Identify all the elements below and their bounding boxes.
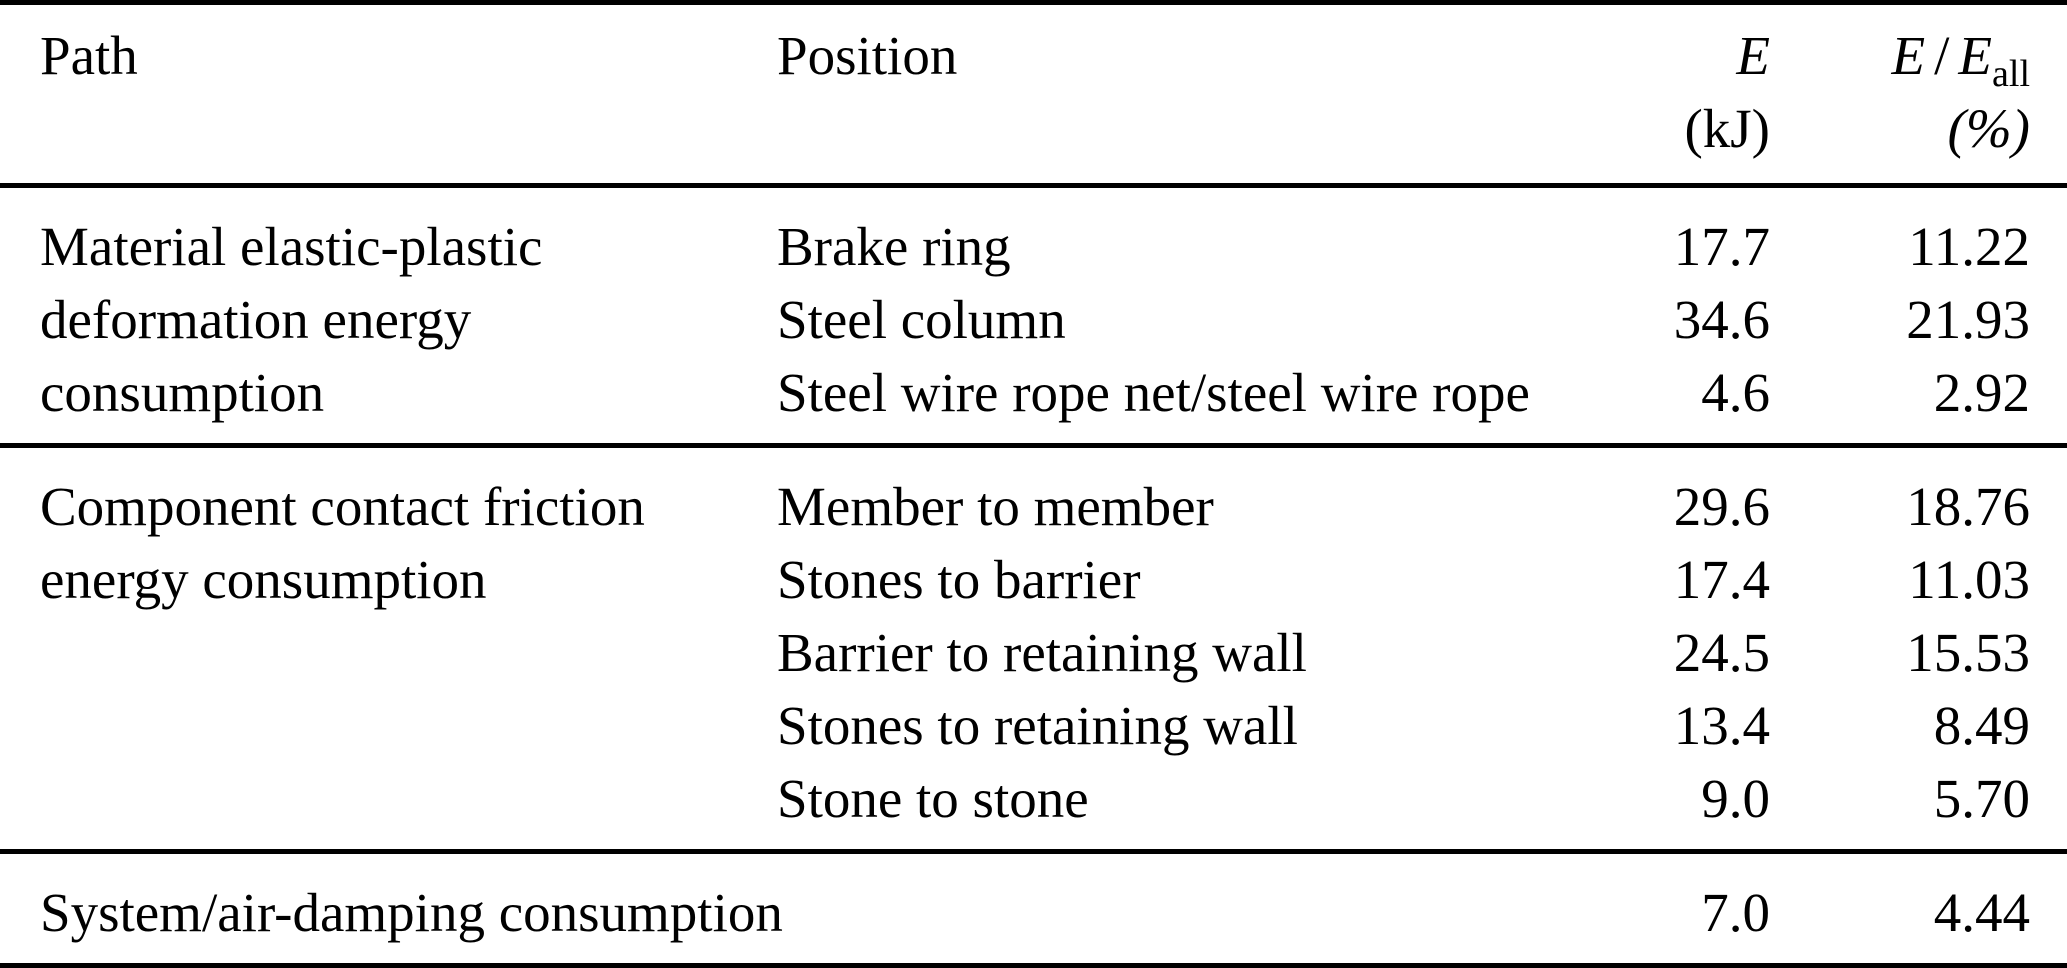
table-row: Stones to retaining wall 13.4 8.49 [0, 689, 2067, 762]
section-contact-friction: Component contact friction energy consum… [0, 445, 2067, 852]
e-value-cell: 29.6 [1673, 476, 1770, 537]
slash-separator: / [1934, 25, 1950, 86]
table-row: Component contact friction energy consum… [0, 446, 2067, 610]
e-value-cell: 9.0 [1701, 768, 1770, 829]
section-material-deformation: Material elastic-plastic deformation ene… [0, 185, 2067, 446]
position-cell: Stones to retaining wall [777, 695, 1298, 756]
table-row: Steel column 34.6 21.93 [0, 283, 2067, 356]
path-cell: System/air-damping consumption [40, 882, 783, 943]
section-system-damping: System/air-damping consumption 7.0 4.44 [0, 851, 2067, 966]
position-cell: Steel column [777, 289, 1066, 350]
subscript-all: all [1992, 53, 2030, 95]
pct-value-cell: 15.53 [1906, 622, 2030, 683]
table-row: Stone to stone 9.0 5.70 [0, 762, 2067, 852]
position-cell: Stone to stone [777, 768, 1089, 829]
path-cell: Material elastic-plastic deformation ene… [40, 216, 543, 423]
pct-value-cell: 11.03 [1908, 549, 2030, 610]
table-row: System/air-damping consumption 7.0 4.44 [0, 852, 2067, 966]
pct-value-cell: 2.92 [1933, 362, 2030, 423]
e-value-cell: 17.7 [1673, 216, 1770, 277]
e-value-cell: 34.6 [1673, 289, 1770, 350]
e-value-cell: 24.5 [1673, 622, 1770, 683]
pct-value-cell: 18.76 [1906, 476, 2030, 537]
e-value-cell: 13.4 [1673, 695, 1770, 756]
col-header-e: E (kJ) [1560, 3, 1770, 186]
table-row: Stones to barrier 17.4 11.03 [0, 543, 2067, 616]
pct-value-cell: 8.49 [1933, 695, 2030, 756]
pct-value-cell: 11.22 [1908, 216, 2030, 277]
table-header: Path Position E (kJ) E/Eall (%) [0, 3, 2067, 186]
col-header-position: Position [777, 25, 958, 86]
pct-value-cell: 21.93 [1906, 289, 2030, 350]
position-cell: Brake ring [777, 216, 1011, 277]
e-value-cell: 17.4 [1673, 549, 1770, 610]
position-cell: Member to member [777, 476, 1214, 537]
e-symbol: E [1736, 25, 1770, 86]
pct-value-cell: 4.44 [1933, 882, 2030, 943]
percent-unit: (%) [1947, 98, 2030, 159]
col-header-path: Path [40, 25, 138, 86]
e-value-cell: 4.6 [1701, 362, 1770, 423]
table-row: Barrier to retaining wall 24.5 15.53 [0, 616, 2067, 689]
header-row: Path Position E (kJ) E/Eall (%) [0, 3, 2067, 186]
position-cell: Barrier to retaining wall [777, 622, 1307, 683]
table-row: Material elastic-plastic deformation ene… [0, 186, 2067, 423]
e-ratio-symbol: E/Eall [1891, 25, 2030, 95]
position-cell: Stones to barrier [777, 549, 1141, 610]
pct-value-cell: 5.70 [1933, 768, 2030, 829]
path-cell: Component contact friction energy consum… [40, 476, 645, 610]
e-unit: (kJ) [1684, 98, 1770, 159]
position-cell: Steel wire rope net/steel wire rope [777, 362, 1530, 423]
table-row: Steel wire rope net/steel wire rope 4.6 … [0, 356, 2067, 446]
e-value-cell: 7.0 [1701, 882, 1770, 943]
col-header-e-ratio: E/Eall (%) [1770, 3, 2067, 186]
